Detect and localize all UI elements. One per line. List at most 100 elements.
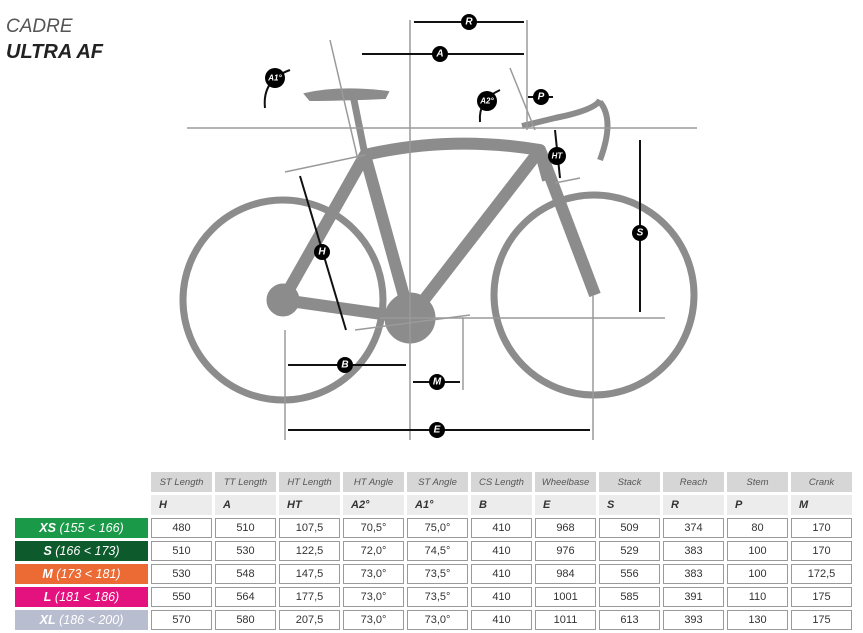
col-header: HT Length [279,472,340,492]
col-code: B [471,495,532,515]
col-code: S [599,495,660,515]
table-cell: 80 [727,518,788,538]
table-cell: 548 [215,564,276,584]
table-cell: 72,0° [343,541,404,561]
table-cell: 410 [471,518,532,538]
size-code: M [42,567,53,581]
table-cell: 73,5° [407,587,468,607]
col-code: E [535,495,596,515]
frame [277,137,601,324]
table-cell: 110 [727,587,788,607]
table-cell: 529 [599,541,660,561]
label-B: B [341,360,348,371]
label-S: S [637,228,644,239]
size-code: XL [39,613,56,627]
size-label: S (166 < 173) [15,541,148,561]
table-cell: 175 [791,610,852,630]
table-cell: 1001 [535,587,596,607]
size-height-range: (166 < 173) [55,544,120,558]
col-code: HT [279,495,340,515]
table-cell: 410 [471,610,532,630]
col-code: A2° [343,495,404,515]
table-cell: 73,0° [343,564,404,584]
col-header: TT Length [215,472,276,492]
seatpost [348,89,369,156]
size-height-range: (155 < 166) [59,521,124,535]
size-code: S [43,544,52,558]
table-cell: 585 [599,587,660,607]
table-cell: 175 [791,587,852,607]
table-cell: 968 [535,518,596,538]
table-cell: 976 [535,541,596,561]
col-header: Stack [599,472,660,492]
col-header: Reach [663,472,724,492]
table-cell: 410 [471,564,532,584]
table-cell: 170 [791,518,852,538]
table-cell: 74,5° [407,541,468,561]
size-height-range: (186 < 200) [59,613,124,627]
table-cell: 570 [151,610,212,630]
table-cell: 550 [151,587,212,607]
table-cell: 393 [663,610,724,630]
col-code: P [727,495,788,515]
label-E: E [434,425,441,436]
col-code: M [791,495,852,515]
table-cell: 613 [599,610,660,630]
size-height-range: (173 < 181) [56,567,121,581]
table-cell: 130 [727,610,788,630]
label-H: H [318,247,326,258]
cassette [266,283,300,317]
table-cell: 556 [599,564,660,584]
table-cell: 391 [663,587,724,607]
table-cell: 480 [151,518,212,538]
table-cell: 530 [151,564,212,584]
table-cell: 100 [727,541,788,561]
col-code: A [215,495,276,515]
table-cell: 509 [599,518,660,538]
table-cell: 73,5° [407,564,468,584]
label-P: P [538,92,545,103]
label-M: M [433,377,442,388]
table-cell: 122,5 [279,541,340,561]
table-cell: 73,0° [343,610,404,630]
bike-geometry-diagram: R A A1° A2° P HT S H B M E [179,14,698,440]
table-cell: 383 [663,564,724,584]
table-cell: 410 [471,541,532,561]
geometry-table: ST Length TT Length HT Length HT Angle S… [12,469,855,633]
label-R: R [465,17,473,28]
col-code: H [151,495,212,515]
col-code: R [663,495,724,515]
label-A: A [435,49,443,60]
label-A2: A2° [479,97,494,106]
table-cell: 530 [215,541,276,561]
front-wheel [490,191,698,399]
table-cell: 73,0° [407,610,468,630]
table-cell: 170 [791,541,852,561]
col-header: HT Angle [343,472,404,492]
col-header: CS Length [471,472,532,492]
size-code: XS [39,521,56,535]
table-cell: 70,5° [343,518,404,538]
table-cell: 374 [663,518,724,538]
rear-wheel [179,196,387,404]
saddle [303,88,390,102]
table-cell: 410 [471,587,532,607]
title-line1: CADRE [6,16,73,37]
table-cell: 147,5 [279,564,340,584]
col-header: ST Angle [407,472,468,492]
col-header: Wheelbase [535,472,596,492]
table-cell: 564 [215,587,276,607]
model-name: ULTRA AF [6,41,104,63]
label-HT: HT [552,152,564,161]
table-cell: 207,5 [279,610,340,630]
table-cell: 172,5 [791,564,852,584]
col-header: Crank [791,472,852,492]
size-label: M (173 < 181) [15,564,148,584]
col-code: A1° [407,495,468,515]
table-cell: 1011 [535,610,596,630]
size-label: L (181 < 186) [15,587,148,607]
